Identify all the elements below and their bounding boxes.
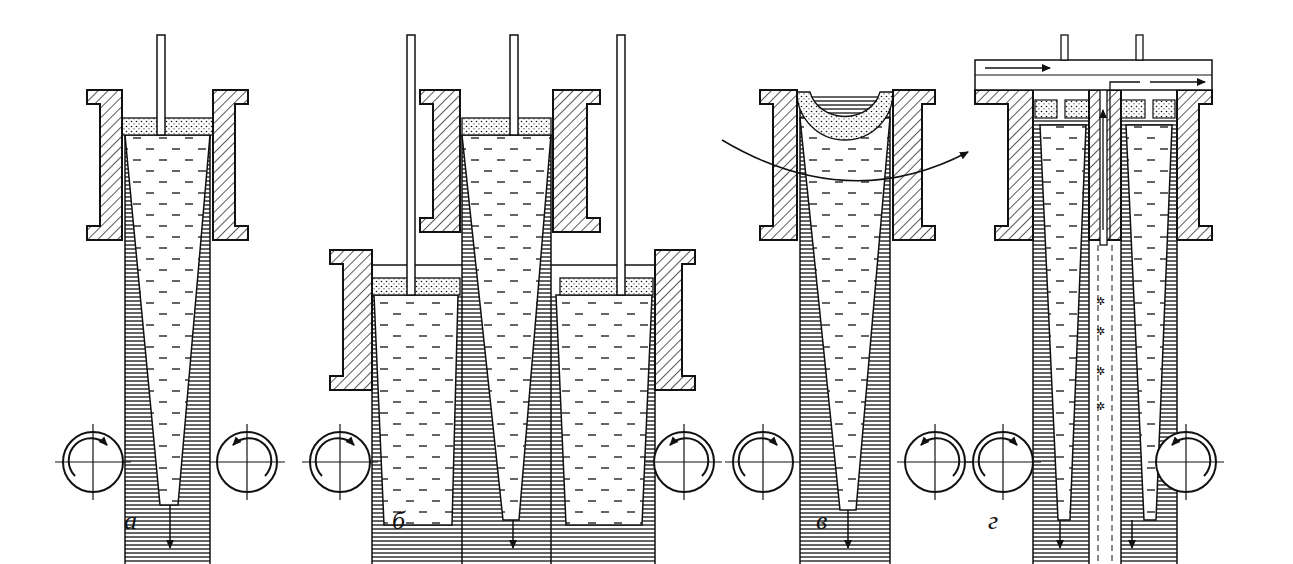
panel-letter: б bbox=[392, 508, 405, 534]
spark-mark: ✲ bbox=[1096, 325, 1105, 338]
panel-b bbox=[302, 35, 722, 564]
spark-mark: ✲ bbox=[1096, 400, 1105, 413]
panel-letter: а bbox=[124, 508, 137, 534]
panel-v bbox=[722, 90, 973, 564]
panel-g: ✲ ✲ ✲ ✲ bbox=[965, 35, 1224, 564]
panel-letter: г bbox=[988, 508, 998, 534]
spark-mark: ✲ bbox=[1096, 295, 1105, 308]
spark-mark: ✲ bbox=[1096, 365, 1105, 378]
panel-a bbox=[55, 35, 285, 564]
panel-letter: в bbox=[816, 508, 827, 534]
